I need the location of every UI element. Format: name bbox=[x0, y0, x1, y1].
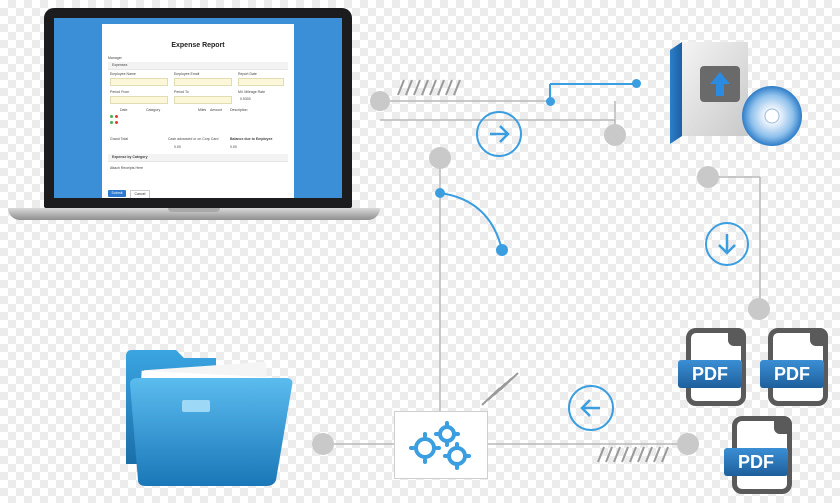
connector-node bbox=[370, 91, 390, 111]
description-col: Description bbox=[230, 108, 248, 112]
software-box-icon bbox=[670, 42, 802, 146]
balance-due-value: 0.00 bbox=[230, 145, 237, 149]
pdf-label: PDF bbox=[678, 360, 742, 388]
gears-icon bbox=[394, 411, 488, 479]
period-from-field[interactable] bbox=[110, 96, 168, 104]
laptop: Expense Report Manager Expenses Employee… bbox=[8, 8, 380, 223]
add-row-icon[interactable] bbox=[110, 115, 113, 118]
cancel-button[interactable]: Cancel bbox=[130, 190, 150, 198]
laptop-screen: Expense Report Manager Expenses Employee… bbox=[54, 18, 342, 198]
pdf-label: PDF bbox=[724, 448, 788, 476]
expense-by-category: Expense by Category bbox=[112, 155, 148, 159]
connector-node bbox=[677, 433, 699, 455]
mileage-rate-value: 0.5300 bbox=[240, 97, 251, 101]
connector-node-blue bbox=[632, 79, 641, 88]
folder-icon bbox=[126, 350, 293, 486]
mileage-rate-label: Mil. Mileage Rate bbox=[238, 90, 266, 94]
employee-email-label: Employee Email bbox=[174, 72, 200, 76]
employee-name-field[interactable] bbox=[110, 78, 168, 86]
remove-row-icon[interactable] bbox=[115, 121, 118, 124]
amount-col: Amount bbox=[210, 108, 223, 112]
date-col: Date bbox=[120, 108, 128, 112]
period-to-field[interactable] bbox=[174, 96, 232, 104]
arrow-down-icon bbox=[705, 222, 749, 266]
form-title: Expense Report bbox=[171, 42, 225, 49]
category-col: Category bbox=[146, 108, 161, 112]
connector-node bbox=[312, 433, 334, 455]
connector-node-blue bbox=[435, 188, 445, 198]
submit-button[interactable]: Submit bbox=[108, 190, 126, 197]
report-date-label: Report Date bbox=[238, 72, 257, 76]
period-to-label: Period To bbox=[174, 90, 189, 94]
balance-due-label: Balance due to Employee bbox=[230, 137, 273, 141]
pdf-icon: PDF bbox=[760, 326, 834, 410]
pdf-icon: PDF bbox=[678, 326, 752, 410]
cash-advanced-value: 0.00 bbox=[174, 145, 181, 149]
add-row-icon[interactable] bbox=[110, 121, 113, 124]
connector-node bbox=[429, 147, 451, 169]
cash-advanced-label: Cash advanced or on Corp Card bbox=[168, 137, 219, 141]
pdf-icon: PDF bbox=[724, 414, 798, 498]
grand-total-label: Grand Total bbox=[110, 137, 129, 141]
employee-email-field[interactable] bbox=[174, 78, 232, 86]
connector-node-blue bbox=[496, 244, 508, 256]
connector-node-blue bbox=[546, 97, 555, 106]
pdf-label: PDF bbox=[760, 360, 824, 388]
attach-receipts-label: Attach Receipts Here bbox=[110, 166, 144, 170]
miles-col: Miles bbox=[198, 108, 207, 112]
expense-report-form: Expense Report Manager Expenses Employee… bbox=[102, 24, 294, 198]
section-expenses: Expenses bbox=[112, 63, 128, 67]
connector-node bbox=[697, 166, 719, 188]
connector-node bbox=[748, 298, 770, 320]
manager-label: Manager bbox=[108, 56, 122, 60]
arrow-left-icon bbox=[568, 385, 614, 431]
period-from-label: Period From bbox=[110, 90, 130, 94]
arrow-right-icon bbox=[476, 111, 522, 157]
employee-name-label: Employee Name bbox=[110, 72, 136, 76]
report-date-field[interactable] bbox=[238, 78, 284, 86]
connector-node bbox=[604, 124, 626, 146]
remove-row-icon[interactable] bbox=[115, 115, 118, 118]
